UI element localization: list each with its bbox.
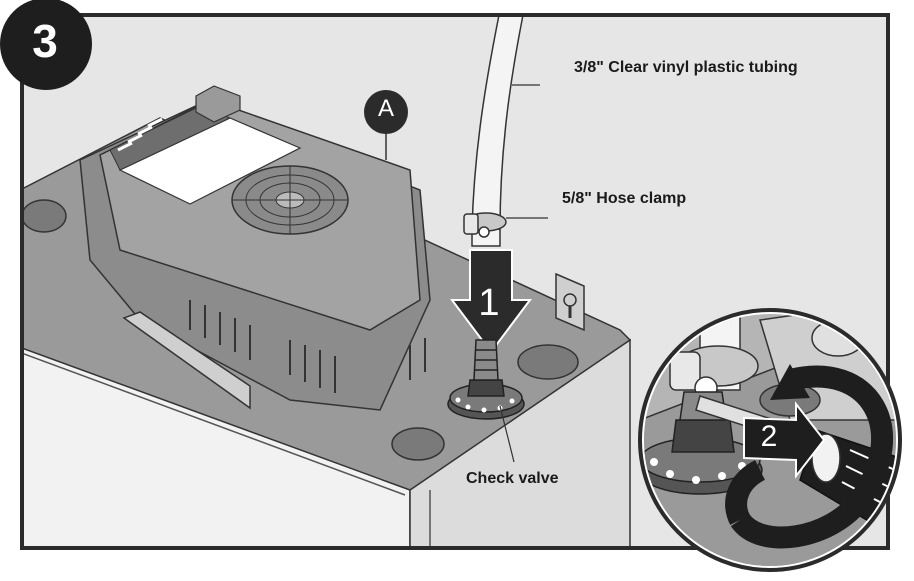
tighten-arrow-number: 2 — [760, 420, 778, 453]
check-valve-label: Check valve — [466, 470, 559, 487]
hose-clamp — [463, 212, 507, 238]
hose-clamp-label: 5/8" Hose clamp — [562, 190, 687, 207]
step-number: 3 — [32, 15, 58, 67]
push-arrow-number: 1 — [478, 282, 500, 324]
valve-leader — [499, 405, 515, 463]
zoom-hose-clamp — [669, 345, 759, 400]
plate-port-right — [517, 344, 579, 380]
fan-grille — [231, 165, 349, 235]
tighten-rotation-arrow — [725, 364, 894, 549]
callout-a-badge — [364, 90, 408, 134]
plate-port-left — [24, 199, 67, 233]
step-badge — [0, 0, 92, 90]
tubing-label: 3/8" Clear vinyl plastic tubing — [574, 59, 798, 76]
mounting-tab — [555, 272, 585, 332]
zoom-check-valve — [644, 391, 763, 495]
plate-port-bottom — [391, 427, 445, 461]
check-valve — [447, 339, 525, 420]
pump-body — [79, 85, 431, 411]
push-arrow — [450, 249, 532, 354]
callout-a-letter: A — [377, 95, 394, 122]
zoom-inset — [638, 308, 902, 572]
